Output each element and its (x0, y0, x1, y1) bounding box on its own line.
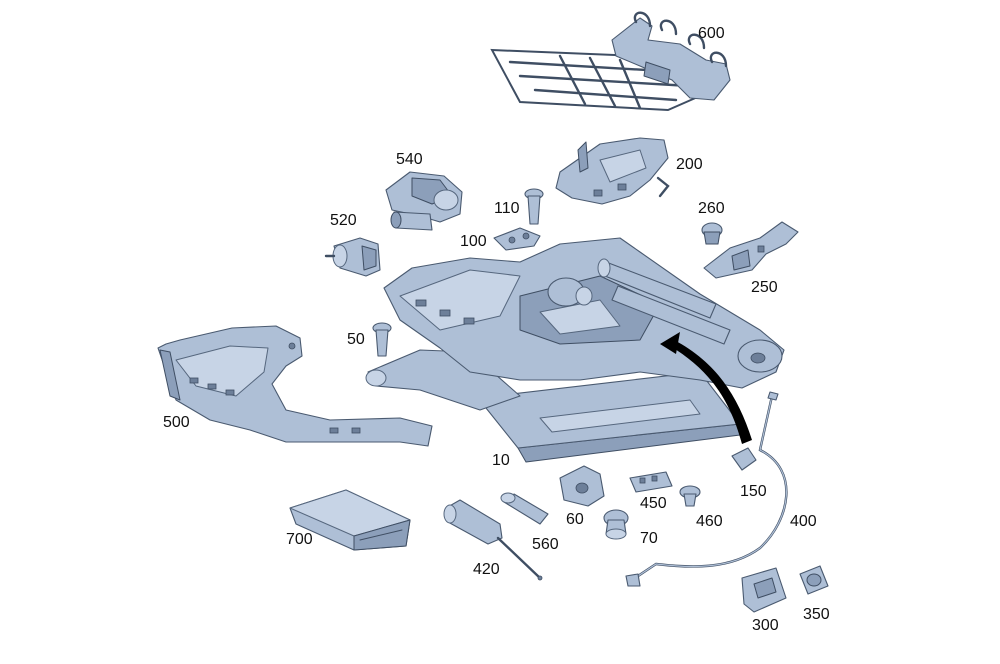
part-700-control-unit (289, 489, 411, 551)
part-250-side-bracket (703, 221, 799, 279)
callout-labels: 600 540 200 110 100 520 260 250 50 500 1… (163, 25, 830, 634)
callout-200: 200 (676, 156, 703, 173)
callout-300: 300 (752, 617, 779, 634)
part-500-side-panel (157, 325, 433, 447)
part-110-bolt (524, 188, 544, 225)
callout-420: 420 (473, 561, 500, 578)
callout-250: 250 (751, 279, 778, 296)
callout-450: 450 (640, 495, 667, 512)
part-520-motor (324, 237, 381, 277)
part-600-spring-mat (490, 11, 731, 112)
callout-110: 110 (494, 200, 520, 217)
callout-70: 70 (640, 530, 658, 547)
part-60-bracket (559, 465, 605, 507)
part-100-plate (493, 227, 541, 251)
callout-100: 100 (460, 233, 487, 250)
part-200-bracket (555, 137, 670, 205)
callout-50: 50 (347, 331, 365, 348)
callout-600: 600 (698, 25, 725, 42)
part-150-clip (731, 447, 757, 471)
part-420-motor-cable (443, 499, 543, 581)
part-350-switch-cap (799, 565, 829, 595)
assembly-arrow (660, 332, 752, 444)
callout-150: 150 (740, 483, 767, 500)
callout-540: 540 (396, 151, 423, 168)
callout-500: 500 (163, 414, 190, 431)
callout-10: 10 (492, 452, 510, 469)
part-50-bolt (372, 322, 392, 357)
seat-frame-main (365, 237, 785, 463)
callout-260: 260 (698, 200, 725, 217)
callout-700: 700 (286, 531, 313, 548)
part-540-motor-assembly (385, 171, 463, 231)
callout-460: 460 (696, 513, 723, 530)
callout-350: 350 (803, 606, 830, 623)
part-300-seat-switch (741, 567, 787, 613)
part-70-knob (603, 509, 629, 540)
callout-520: 520 (330, 212, 357, 229)
part-460-bolt (679, 485, 701, 507)
part-400-cable (625, 391, 788, 587)
callout-560: 560 (532, 536, 559, 553)
part-450-connector (629, 471, 673, 493)
callout-400: 400 (790, 513, 817, 530)
callout-60: 60 (566, 511, 584, 528)
part-560-actuator (500, 492, 549, 525)
part-260-bushing (701, 222, 723, 245)
